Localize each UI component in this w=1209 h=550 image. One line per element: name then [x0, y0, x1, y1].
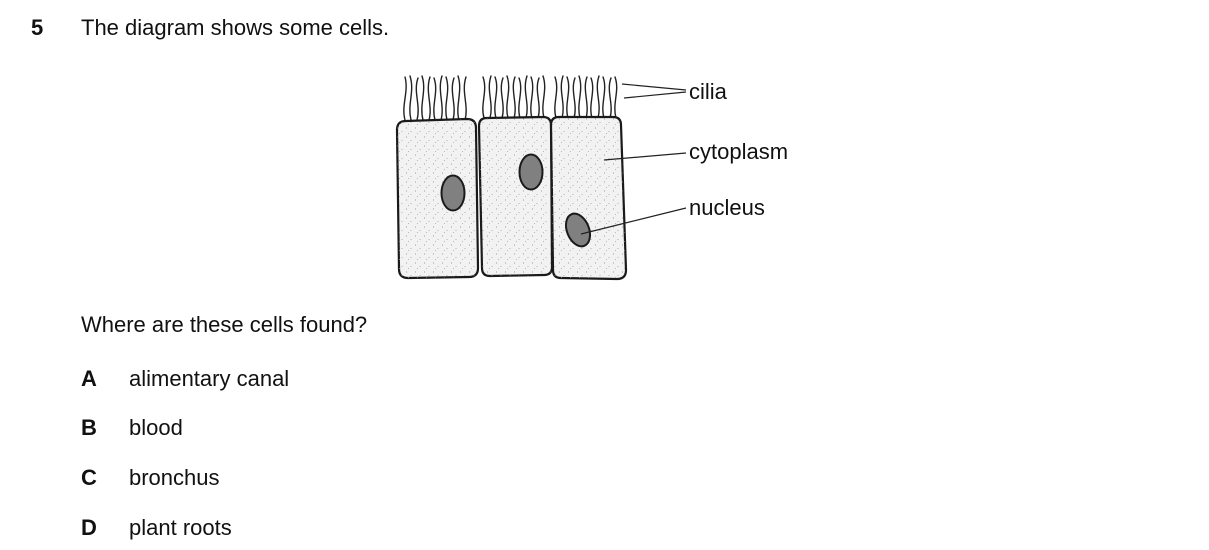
option-letter: C [81, 465, 97, 490]
nucleus-3 [564, 212, 592, 248]
option-letter: A [81, 366, 97, 391]
label-leader-lines [580, 83, 687, 235]
option-text: bronchus [129, 465, 220, 490]
option-text: plant roots [129, 515, 232, 540]
label-cytoplasm: cytoplasm [689, 139, 788, 164]
question-number: 5 [31, 15, 44, 40]
question-prompt: Where are these cells found? [81, 312, 368, 337]
option-text: alimentary canal [129, 366, 290, 391]
label-cilia: cilia [689, 79, 728, 104]
cilia-group-1 [403, 75, 467, 121]
cilia-group-2 [482, 75, 546, 119]
option-letter: B [81, 415, 97, 440]
question-stem: The diagram shows some cells. [81, 15, 390, 40]
nucleus-1 [440, 174, 466, 212]
option-text: blood [129, 415, 183, 440]
nucleus-2 [518, 153, 544, 191]
label-nucleus: nucleus [689, 195, 765, 220]
option-letter: D [81, 515, 97, 540]
cilia-group-3 [554, 75, 618, 119]
ciliated-cells-diagram: cilia cytoplasm nucleus [395, 75, 788, 281]
